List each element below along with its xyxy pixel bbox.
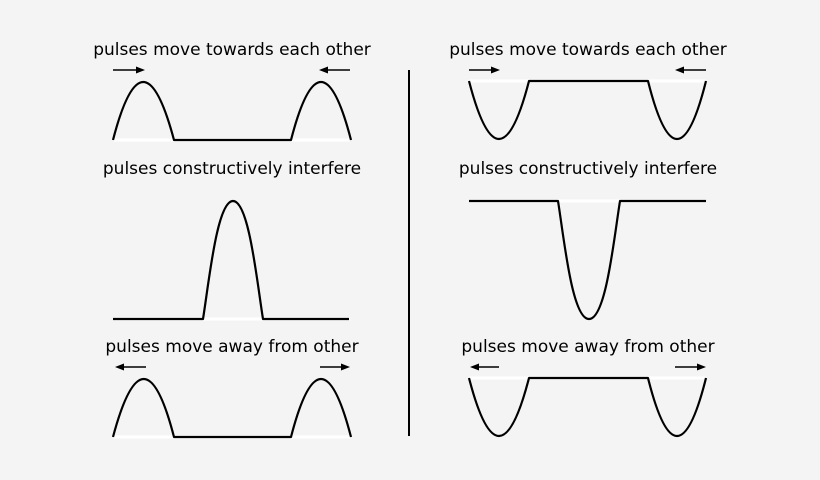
left-panel-1-arrows (113, 66, 350, 74)
arrow-right-head (136, 66, 145, 74)
right-panel-3-label: pulses move away from other (461, 337, 714, 357)
left-panel-1-wave (111, 80, 353, 142)
arrow-left-head (115, 363, 124, 371)
arrow-left-head (470, 363, 479, 371)
arrow-right-head (697, 363, 706, 371)
arrow-right-head (341, 363, 350, 371)
left-panel-2-wave (113, 199, 349, 321)
right-panel-3-wave (467, 376, 708, 438)
right-panel-3-arrows (470, 363, 706, 371)
right-panel-1-wave (467, 79, 708, 141)
arrow-left-head (675, 66, 684, 74)
arrow-left-head (319, 66, 328, 74)
arrow-right-head (491, 66, 500, 74)
right-panel-2-wave (469, 199, 706, 321)
left-panel-3-wave (111, 377, 353, 439)
right-panel-1-label: pulses move towards each other (449, 40, 727, 60)
left-panel-3-arrows (115, 363, 350, 371)
right-panel-2-label: pulses constructively interfere (459, 159, 717, 179)
right-panel-1-arrows (469, 66, 706, 74)
left-panel-3-label: pulses move away from other (105, 337, 358, 357)
left-panel-2-label: pulses constructively interfere (103, 159, 361, 179)
left-panel-1-label: pulses move towards each other (93, 40, 371, 60)
